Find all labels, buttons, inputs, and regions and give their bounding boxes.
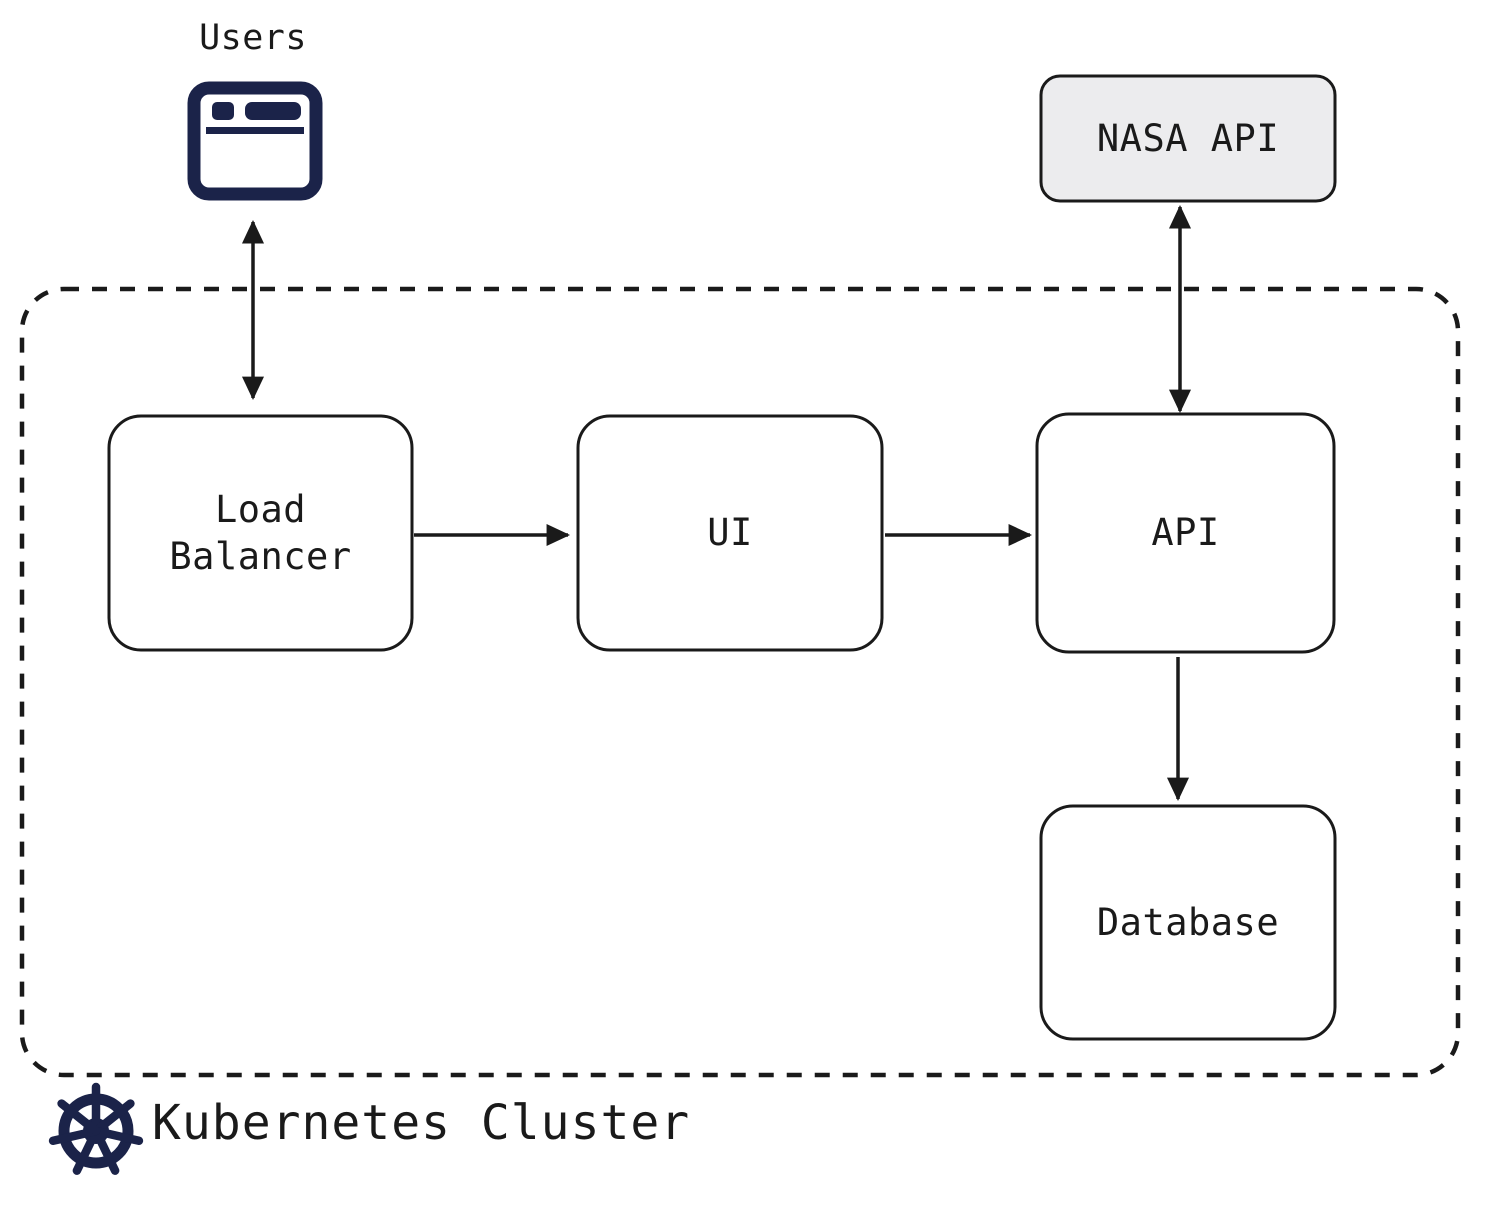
node-nasa-api[interactable]: [1039, 74, 1337, 203]
database-hit-area[interactable]: [1041, 806, 1335, 1039]
nasa-api-hit-area[interactable]: [1041, 76, 1335, 201]
node-database[interactable]: [1039, 804, 1337, 1041]
ui-hit-area[interactable]: [578, 416, 882, 650]
load-balancer-hit-area[interactable]: [109, 416, 412, 650]
browser-window-icon: [187, 81, 323, 201]
node-load-balancer[interactable]: [107, 414, 414, 652]
kubernetes-cluster-label: Kubernetes Cluster: [152, 1095, 691, 1151]
users-label: Users: [199, 18, 307, 58]
cluster-boundary: [19, 286, 1461, 1078]
node-api[interactable]: [1035, 412, 1336, 654]
kubernetes-helm-icon: [48, 1082, 144, 1175]
users-icon-hit-area[interactable]: [188, 82, 322, 200]
api-hit-area[interactable]: [1037, 414, 1334, 652]
node-ui[interactable]: [576, 414, 884, 652]
